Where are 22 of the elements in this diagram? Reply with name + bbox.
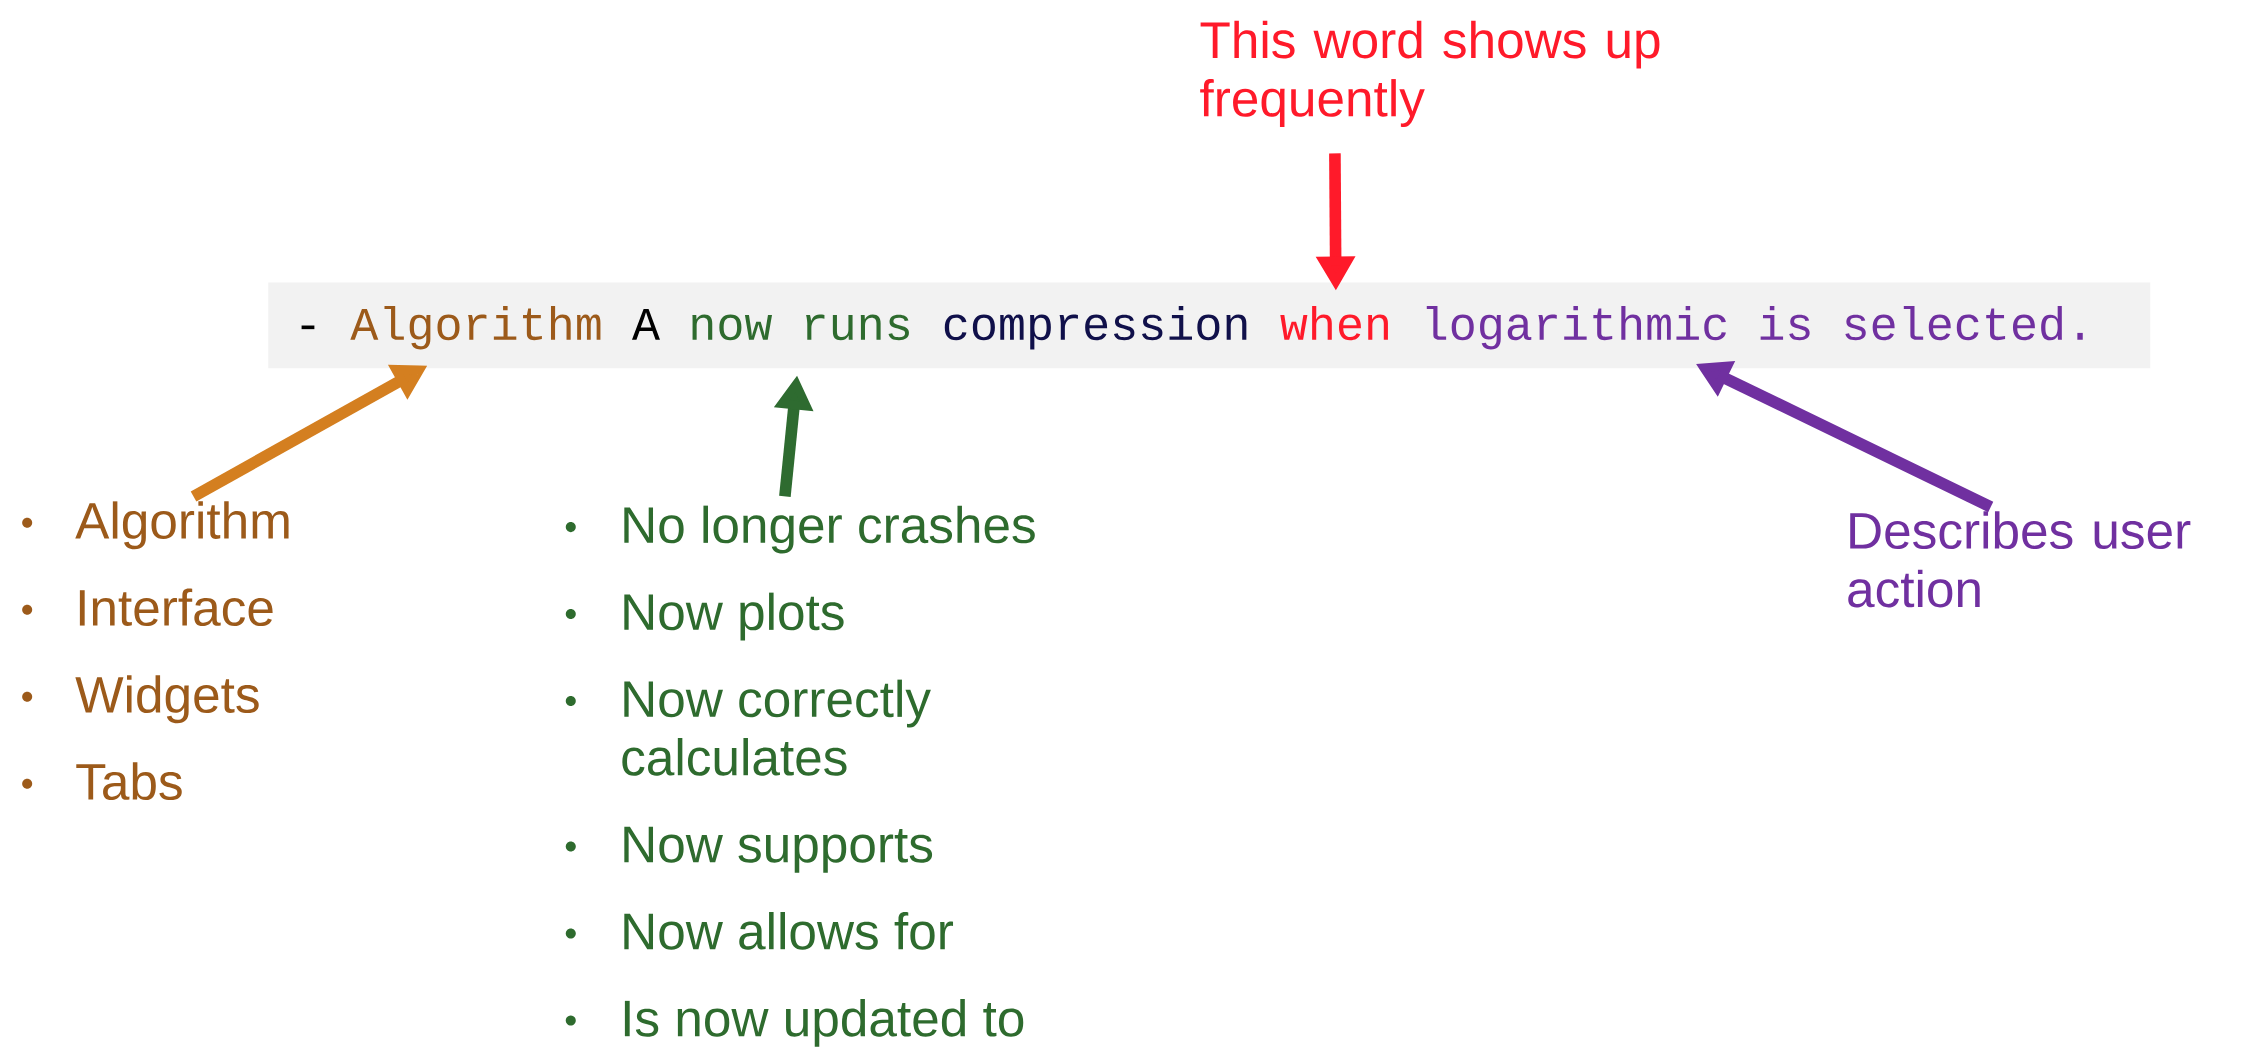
code-word: logarithmic is selected.	[1426, 305, 2083, 350]
node-label: Now allows for	[624, 912, 954, 950]
code-word: -	[301, 325, 315, 330]
bullet-list: No longer crashes Now plots Now correctly calculates Now supports Now allows for Is now updated to	[565, 505, 1035, 1047]
node-label: Widgets	[75, 675, 259, 724]
node-label: Algorithm	[75, 501, 289, 550]
node-label: Interface	[79, 588, 273, 627]
node-label: Now plots	[624, 592, 844, 641]
code-word: now runs	[692, 314, 909, 341]
code-word: A	[632, 309, 660, 340]
annotation-text: This word shows up frequently	[1200, 20, 1660, 127]
code-band	[268, 282, 2151, 369]
node-label: No longer crashes	[624, 505, 1035, 554]
code-word: compression	[944, 305, 1247, 350]
node-label: Now supports	[624, 826, 933, 873]
node-label: Tabs	[76, 762, 182, 801]
node-label: Is now updated to	[624, 999, 1024, 1047]
bullet-list: Algorithm Interface Widgets Tabs	[22, 501, 289, 801]
code-word: Algorithm	[350, 305, 601, 350]
code-word: when	[1280, 305, 1388, 341]
node-label: Now correctly calculates	[622, 679, 931, 776]
annotation-text: Describes user action	[1848, 511, 2191, 608]
